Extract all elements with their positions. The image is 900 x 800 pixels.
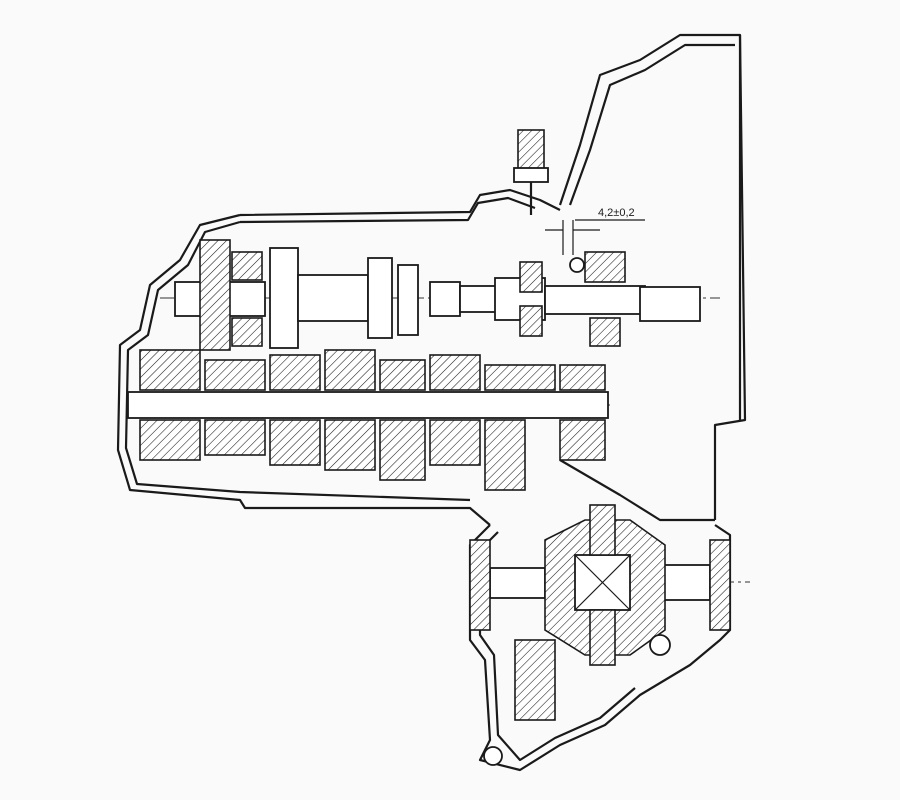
input-shaft-bearings bbox=[199, 239, 626, 351]
gearbox-casing bbox=[116, 188, 715, 526]
output-shaft bbox=[127, 349, 610, 491]
clearance-dimension-label: 4,2±0,2 bbox=[598, 207, 635, 219]
input-shaft bbox=[160, 247, 720, 349]
filler-plug bbox=[513, 129, 549, 215]
clutch-housing bbox=[558, 33, 747, 520]
differential-gears bbox=[469, 504, 750, 721]
dimension-annotation: 4,2±0,2 bbox=[545, 207, 645, 255]
